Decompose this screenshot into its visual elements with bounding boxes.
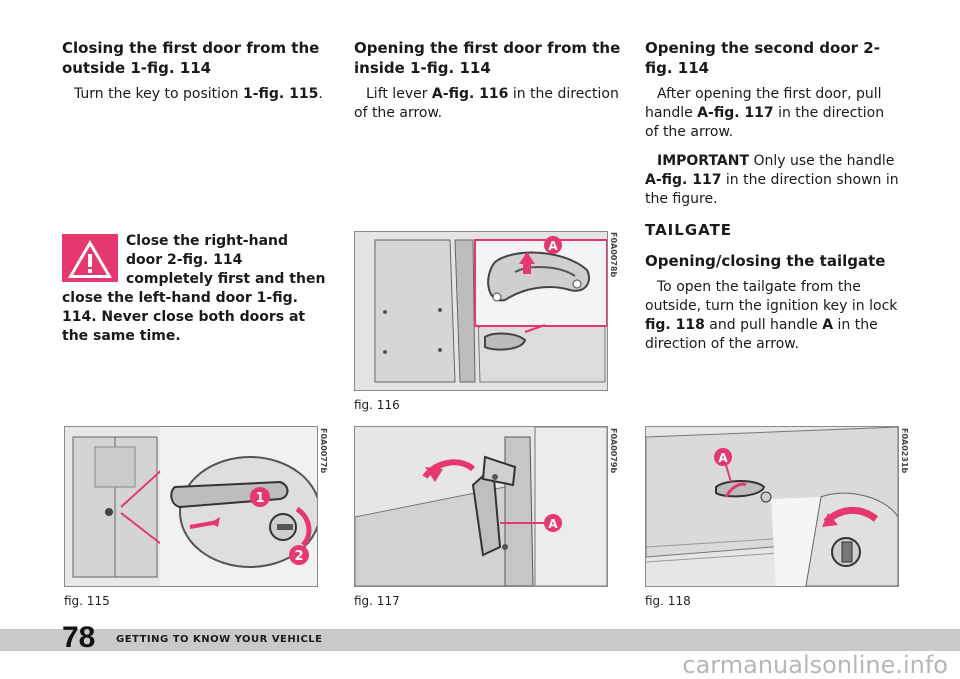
column-2: Opening the first door from the inside 1… <box>354 38 622 133</box>
section-title-tailgate: TAILGATE <box>645 221 733 239</box>
footer-band <box>0 629 960 651</box>
label-a-117: A <box>548 517 558 531</box>
heading-closing-first-door: Closing the first door from the outside … <box>62 39 320 77</box>
fig118-caption: fig. 118 <box>645 594 691 608</box>
figure-118: A <box>645 426 899 587</box>
paragraph-tailgate: To open the tailgate from the outside, t… <box>645 279 898 352</box>
column-1: Closing the first door from the outside … <box>62 38 330 114</box>
fig115-code: F0A0077b <box>319 428 328 474</box>
paragraph-closing-first-door: Turn the key to position 1-fig. 115. <box>74 86 323 102</box>
label-a-116: A <box>548 239 558 253</box>
label-2-115: 2 <box>294 549 303 564</box>
warning-text: Close the right-hand door 2-fig. 114 com… <box>62 233 326 344</box>
figure-116: A <box>354 231 608 391</box>
warning-block: Close the right-hand door 2-fig. 114 com… <box>62 232 328 346</box>
label-a-118: A <box>718 451 728 465</box>
fig116-caption: fig. 116 <box>354 398 400 412</box>
fig118-code: F0A0231b <box>900 428 909 474</box>
section-title: GETTING TO KNOW YOUR VEHICLE <box>116 634 323 645</box>
watermark: carmanualsonline.info <box>682 651 948 679</box>
paragraph-important: IMPORTANT Only use the handle A-fig. 117… <box>645 153 899 207</box>
fig117-caption: fig. 117 <box>354 594 400 608</box>
fig115-caption: fig. 115 <box>64 594 110 608</box>
figure-117: A <box>354 426 608 587</box>
heading-tailgate: Opening/closing the tailgate <box>645 252 886 270</box>
paragraph-opening-first-door: Lift lever A-fig. 116 in the direction o… <box>354 86 619 121</box>
page-number: 78 <box>62 621 96 654</box>
fig117-code: F0A0079b <box>609 428 618 474</box>
fig116-code: F0A0078b <box>609 232 618 278</box>
heading-opening-second-door: Opening the second door 2-fig. 114 <box>645 39 880 77</box>
warning-triangle-icon <box>62 234 118 282</box>
figure-115: 1 2 <box>64 426 318 587</box>
heading-opening-first-door: Opening the first door from the inside 1… <box>354 39 621 77</box>
column-3: Opening the second door 2-fig. 114 After… <box>645 38 900 364</box>
label-1-115: 1 <box>255 491 264 506</box>
paragraph-second-door: After opening the first door, pull handl… <box>645 86 885 140</box>
